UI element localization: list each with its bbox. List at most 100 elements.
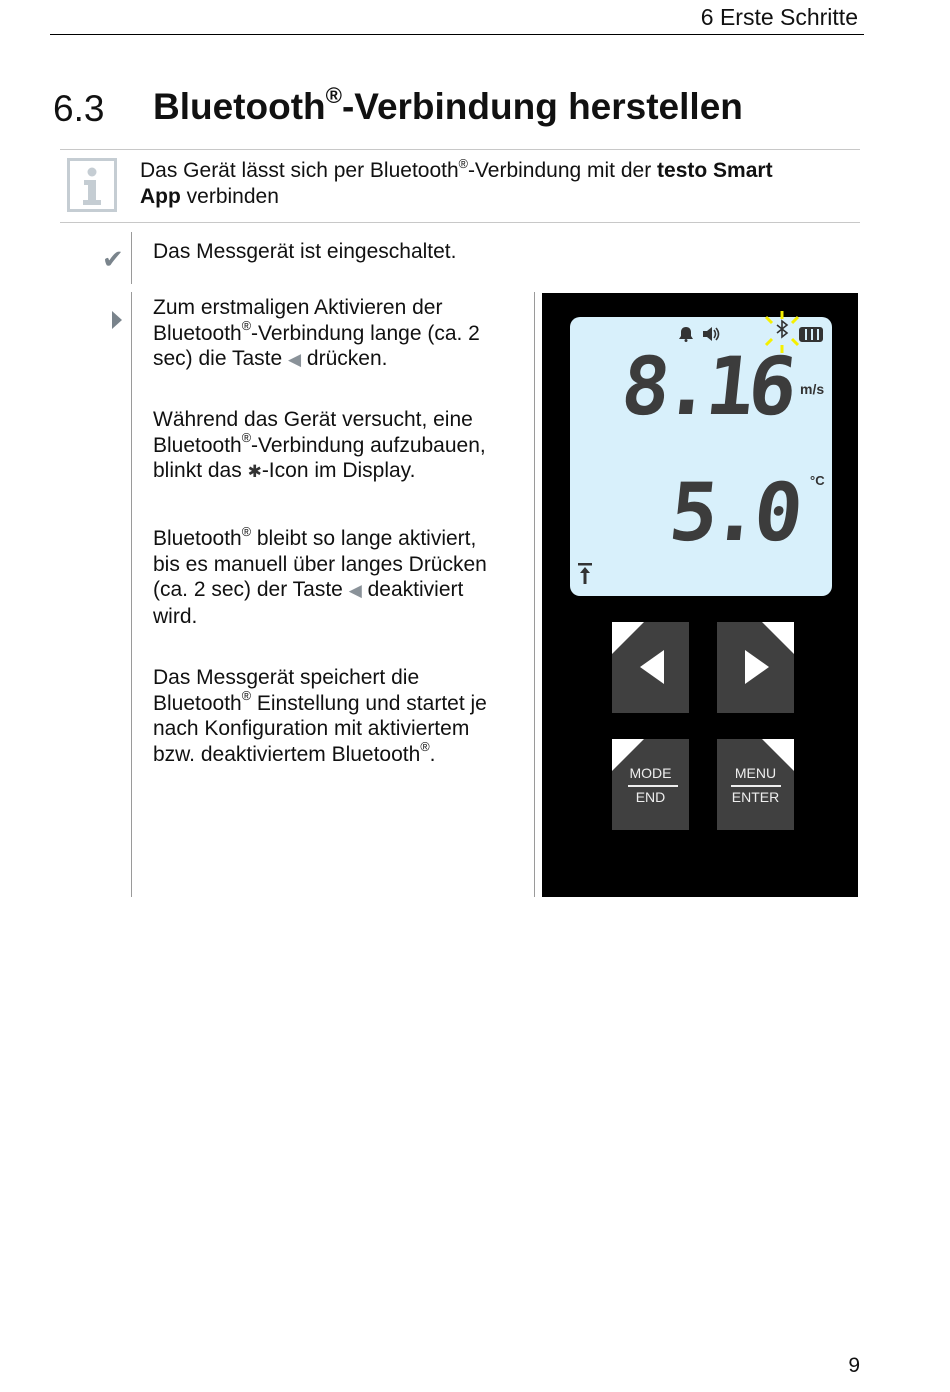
title-part: -Verbindung herstellen — [341, 86, 743, 127]
image-divider — [534, 292, 535, 897]
registered-mark: ® — [241, 524, 252, 539]
text-segment: -Icon im Display. — [261, 459, 416, 482]
light-icon — [762, 739, 794, 771]
text-segment: -Verbindung lange (ca. 2 — [251, 321, 480, 345]
left-button[interactable] — [612, 622, 689, 713]
text-line: nach Konfiguration mit aktiviertem — [153, 716, 487, 742]
text-line: wird. — [153, 604, 487, 630]
text-segment: bleibt so lange aktiviert, — [251, 527, 477, 550]
text-line: Bluetooth® Einstellung und startet je — [153, 689, 487, 717]
text-segment: sec) die Taste — [153, 347, 289, 370]
text-segment: (ca. 2 sec) der Taste — [153, 578, 349, 601]
step-paragraph: Bluetooth® bleibt so lange aktiviert,bis… — [153, 524, 487, 630]
primary-unit: m/s — [800, 381, 825, 397]
bluetooth-icon — [764, 311, 800, 353]
hold-icon — [578, 563, 592, 584]
text-segment: bis es manuell über langes Drücken — [153, 552, 487, 576]
text-line: Zum erstmaligen Aktivieren der — [153, 295, 480, 321]
section-title: Bluetooth®-Verbindung herstellen — [153, 83, 743, 128]
battery-icon — [799, 327, 823, 342]
text-line: Bluetooth®-Verbindung lange (ca. 2 — [153, 319, 480, 347]
secondary-unit: °C — [810, 473, 825, 488]
menu-label: MENU — [734, 765, 777, 781]
info-bottom-rule — [60, 222, 860, 223]
text-segment: Bluetooth — [153, 321, 242, 345]
info-note: Das Gerät lässt sich per Bluetooth®-Verb… — [140, 156, 840, 210]
text-line: App verbinden — [140, 184, 840, 210]
text-line: bis es manuell über langes Drücken — [153, 552, 487, 578]
registered-mark: ® — [420, 740, 430, 755]
registered-mark: ® — [241, 431, 252, 446]
device-illustration: 8.16 m/s 5.0 °C MODE END MENU ENTER — [542, 293, 858, 897]
menu-enter-button[interactable]: MENU ENTER — [717, 739, 794, 830]
step-arrow-icon — [112, 311, 122, 334]
text-line: Das Gerät lässt sich per Bluetooth®-Verb… — [140, 156, 840, 184]
text-segment: Bluetooth — [153, 527, 242, 550]
left-key-icon: ◀ — [348, 581, 362, 600]
text-line: Bluetooth® bleibt so lange aktiviert, — [153, 524, 487, 552]
left-arrow-icon — [640, 650, 664, 684]
prerequisite-text: Das Messgerät ist eingeschaltet. — [153, 240, 457, 263]
printer-icon — [762, 622, 794, 654]
right-arrow-icon — [745, 650, 769, 684]
text-segment: deaktiviert — [361, 578, 464, 601]
text-segment: bzw. deaktiviertem Bluetooth — [153, 742, 421, 766]
text-segment: Bluetooth — [153, 691, 242, 715]
text-segment: Einstellung und startet je — [251, 691, 487, 715]
text-segment: -Verbindung aufzubauen, — [251, 433, 486, 457]
text-segment: wird. — [153, 604, 198, 628]
bold-text: testo Smart — [657, 159, 773, 182]
step-divider — [131, 292, 132, 897]
end-label: END — [635, 789, 666, 805]
registered-mark: ® — [325, 83, 342, 109]
text-line: Bluetooth®-Verbindung aufzubauen, — [153, 431, 486, 459]
registered-mark: ® — [241, 319, 252, 334]
text-segment: blinkt das — [153, 459, 248, 482]
label-divider — [731, 785, 781, 787]
text-segment: Während das Gerät versucht, eine — [153, 408, 473, 431]
enter-label: ENTER — [731, 789, 780, 805]
text-segment: -Verbindung mit der — [467, 159, 658, 182]
info-top-rule — [60, 149, 860, 150]
power-icon — [612, 739, 644, 771]
section-number: 6.3 — [53, 88, 105, 129]
lcd-display: 8.16 m/s 5.0 °C — [570, 311, 832, 596]
prerequisite-divider — [131, 232, 132, 284]
mode-end-button[interactable]: MODE END — [612, 739, 689, 830]
primary-reading: 8.16 — [617, 340, 796, 433]
text-segment: Bluetooth — [153, 433, 242, 457]
registered-mark: ® — [458, 156, 468, 171]
text-segment: . — [429, 742, 436, 766]
alarm-bell-icon — [679, 327, 693, 342]
secondary-reading: 5.0 — [665, 466, 802, 559]
info-icon — [67, 158, 117, 212]
chapter-header: 6 Erste Schritte — [700, 4, 858, 30]
text-line: bzw. deaktiviertem Bluetooth®. — [153, 740, 487, 768]
page-number: 9 — [848, 1354, 860, 1377]
text-segment: nach Konfiguration mit aktiviertem — [153, 717, 470, 740]
checkmark-icon: ✔ — [102, 244, 124, 274]
text-line: Während das Gerät versucht, eine — [153, 407, 486, 433]
header-rule — [50, 34, 864, 35]
text-segment: Zum erstmaligen Aktivieren der — [153, 296, 443, 319]
bluetooth-icon: ✱ — [247, 462, 262, 481]
mode-label: MODE — [629, 765, 672, 781]
text-segment: Das Messgerät speichert die — [153, 666, 420, 689]
text-segment: drücken. — [301, 347, 388, 370]
registered-mark: ® — [241, 689, 252, 704]
label-divider — [628, 785, 678, 787]
text-line: blinkt das ✱-Icon im Display. — [153, 458, 486, 485]
text-line: (ca. 2 sec) der Taste ◀ deaktiviert — [153, 577, 487, 604]
left-key-icon: ◀ — [288, 350, 302, 369]
text-line: sec) die Taste ◀ drücken. — [153, 346, 480, 373]
bold-text: App — [140, 185, 181, 208]
text-line: Das Messgerät speichert die — [153, 665, 487, 691]
bluetooth-icon — [612, 622, 644, 654]
title-part: Bluetooth — [153, 86, 326, 127]
right-button[interactable] — [717, 622, 794, 713]
speaker-icon — [703, 327, 720, 341]
